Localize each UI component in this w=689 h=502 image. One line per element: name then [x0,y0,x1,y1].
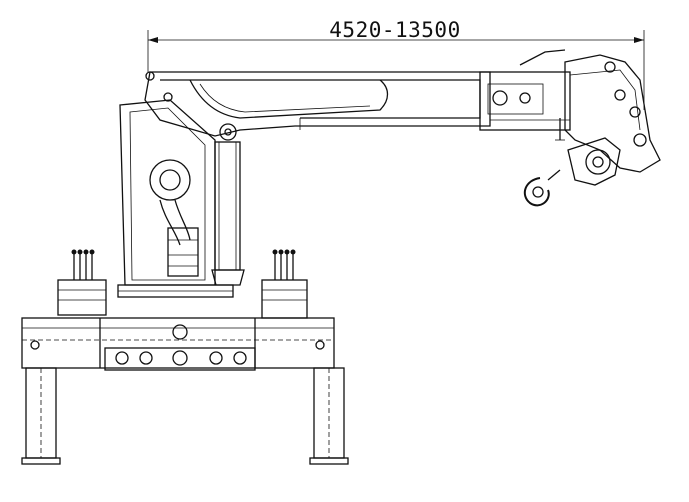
boom-base-section [144,71,491,137]
outrigger-right [309,367,349,465]
control-valve-left [57,249,107,316]
dimension-line [147,30,645,110]
slewing-motor [167,227,199,277]
base-plate [117,284,234,298]
hook-block [523,137,621,207]
dimension-label: 4520-13500 [329,18,461,42]
base-frame [21,317,335,371]
outrigger-left [21,367,61,465]
luffing-cylinder [211,123,245,286]
control-valve-right [261,249,308,319]
boom-telescopic-section [479,49,661,173]
